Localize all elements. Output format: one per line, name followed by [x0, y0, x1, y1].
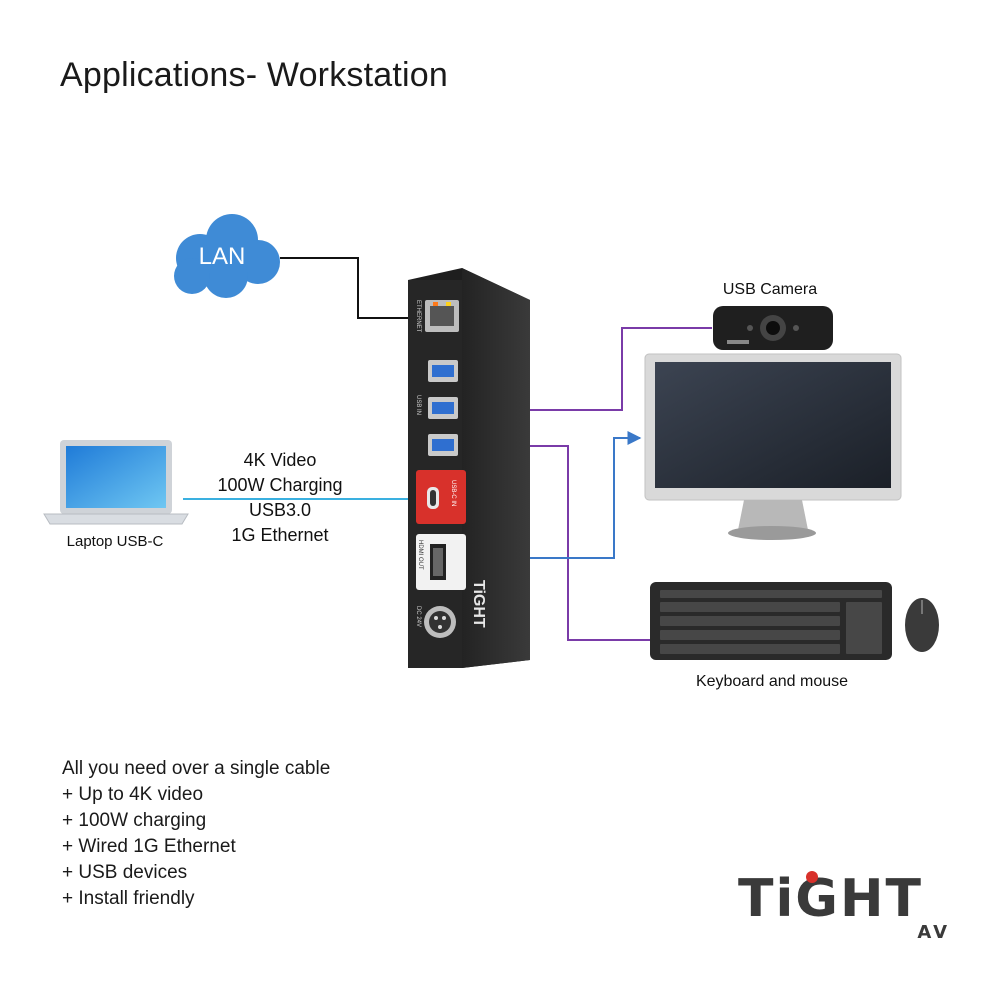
mouse-icon [905, 598, 939, 652]
dc-label: DC 24V [415, 606, 421, 627]
dc-port [424, 606, 456, 638]
camera-usb-link [458, 327, 712, 411]
link-label-ethernet: 1G Ethernet [231, 525, 328, 545]
keyboard-mouse-label: Keyboard and mouse [696, 673, 848, 690]
feature-item: + USB devices [62, 862, 188, 883]
usb-camera-label: USB Camera [723, 281, 817, 298]
laptop-label: Laptop USB-C [67, 533, 164, 550]
hdmi-port [416, 534, 466, 590]
usb-port-2 [428, 397, 458, 419]
link-label-video: 4K Video [244, 450, 317, 470]
laptop-icon [43, 440, 189, 525]
lan-label: LAN [199, 243, 246, 270]
logo-main-text: TiGHT [738, 869, 923, 929]
link-label-usb: USB3.0 [249, 500, 311, 520]
feature-item: + Up to 4K video [62, 784, 204, 805]
hdmi-video-link [458, 431, 642, 559]
feature-item: + Install friendly [62, 888, 195, 909]
lan-link [280, 257, 425, 319]
page-title: Applications- Workstation [60, 56, 448, 94]
ethernet-port-label: ETHERNET [415, 300, 421, 333]
usb-camera-icon [713, 306, 833, 350]
keyboard-icon [650, 582, 892, 660]
usbc-port [416, 470, 466, 524]
hdmi-out-label: HDMI OUT [417, 540, 423, 570]
usbc-in-label: USB-C IN [450, 480, 456, 506]
feature-item: + 100W charging [62, 810, 207, 831]
feature-heading: All you need over a single cable [62, 758, 331, 779]
ethernet-port [425, 300, 459, 332]
monitor-icon [644, 353, 902, 540]
usb-port-1 [428, 360, 458, 382]
logo-dot-icon [806, 871, 818, 883]
usb-in-label: USB IN [415, 395, 421, 415]
feature-list: All you need over a single cable + Up to… [62, 756, 330, 912]
logo-sub-text: AV [917, 922, 950, 943]
extender-device: ETHERNET USB IN USB-C IN HDMI OUT [408, 268, 530, 668]
tight-av-logo: TiGHT AV [738, 869, 950, 943]
lan-cloud-icon: LAN [174, 214, 280, 298]
usb-port-3 [428, 434, 458, 456]
link-label-charging: 100W Charging [217, 475, 342, 495]
device-logo-label: TiGHT [470, 580, 487, 628]
feature-item: + Wired 1G Ethernet [62, 836, 236, 857]
